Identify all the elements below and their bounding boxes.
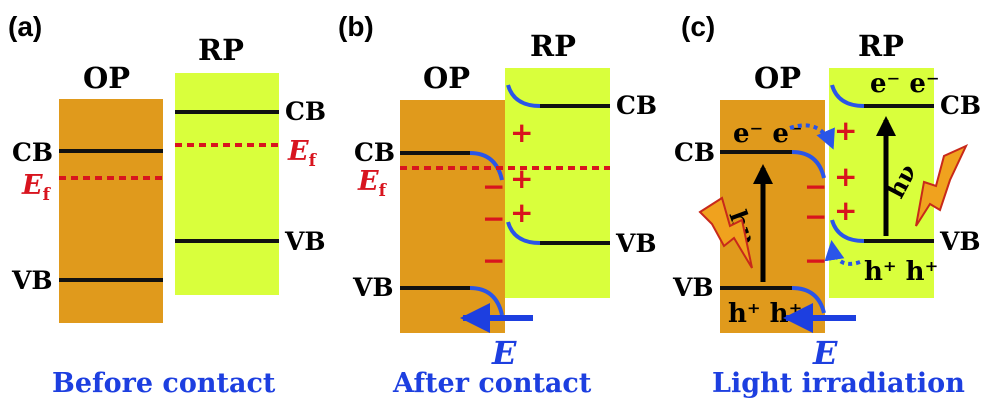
panel-b-tag: (b) — [338, 11, 374, 42]
panel-a-tag: (a) — [8, 11, 42, 42]
rp-block — [175, 73, 279, 295]
panel-b: (b) OP RP CB VB CB VB Ef + + + − − − E A… — [338, 11, 657, 399]
rp-cb-bend — [506, 84, 541, 108]
positive-charge: + — [510, 116, 533, 149]
op-vb-bend — [791, 286, 826, 314]
op-block — [720, 100, 825, 333]
positive-charge: + — [834, 114, 857, 147]
negative-charge: − — [482, 202, 505, 235]
op-vb-label: VB — [352, 273, 394, 302]
op-cb-bend — [791, 150, 826, 179]
rp-fermi-label: Ef — [287, 136, 318, 171]
positive-charge: + — [510, 162, 533, 195]
rp-cb-bend — [830, 84, 865, 108]
op-label: OP — [754, 61, 801, 95]
rp-lightning-icon — [915, 143, 969, 227]
fermi-label: Ef — [357, 166, 388, 201]
negative-charge: − — [804, 200, 827, 233]
op-holes: h⁺ h⁺ — [728, 299, 802, 329]
rp-cb-label: CB — [285, 97, 326, 126]
op-cb-label: CB — [354, 138, 395, 167]
negative-charge: − — [482, 244, 505, 277]
rp-label: RP — [198, 33, 244, 67]
rp-cb-label: CB — [616, 91, 657, 120]
positive-charge: + — [834, 160, 857, 193]
panel-b-caption: After contact — [392, 368, 592, 399]
panel-a: (a) OP RP CB VB CB VB Ef Ef Before conta… — [8, 11, 326, 399]
negative-charge: − — [804, 170, 827, 203]
rp-label: RP — [530, 29, 576, 63]
rp-vb-bend — [506, 221, 541, 245]
op-block — [59, 99, 163, 323]
field-label: E — [491, 334, 517, 372]
op-cb-bend — [469, 151, 504, 181]
rp-label: RP — [858, 29, 904, 63]
rp-vb-label: VB — [284, 227, 326, 256]
op-lightning-icon — [698, 196, 753, 269]
op-label: OP — [83, 61, 130, 95]
op-fermi-label: Ef — [21, 170, 52, 205]
op-cb-label: CB — [12, 138, 53, 167]
op-vb-bend — [469, 286, 504, 316]
positive-charge: + — [510, 196, 533, 229]
field-label: E — [812, 334, 838, 372]
rp-holes: h⁺ h⁺ — [864, 257, 938, 287]
rp-vb-bend — [830, 219, 865, 243]
op-electrons: e⁻ e⁻ — [733, 119, 803, 149]
hole-transfer-arrow — [824, 240, 861, 266]
negative-charge: − — [804, 244, 827, 277]
electron-transfer-arrow — [789, 123, 835, 150]
op-label: OP — [423, 61, 470, 95]
op-vb-label: VB — [672, 273, 714, 302]
op-vb-label: VB — [11, 266, 53, 295]
rp-electrons: e⁻ e⁻ — [870, 69, 940, 99]
panel-c-tag: (c) — [681, 11, 715, 42]
rp-vb-label: VB — [939, 227, 981, 256]
panel-a-caption: Before contact — [52, 368, 276, 399]
positive-charge: + — [834, 194, 857, 227]
op-cb-label: CB — [674, 138, 715, 167]
rp-vb-label: VB — [615, 229, 657, 258]
panel-c-caption: Light irradiation — [712, 368, 965, 399]
rp-cb-label: CB — [940, 91, 981, 120]
negative-charge: − — [482, 170, 505, 203]
panel-c: (c) OP RP CB VB CB VB e⁻ e⁻ e⁻ e⁻ h⁺ h⁺ … — [672, 11, 981, 399]
